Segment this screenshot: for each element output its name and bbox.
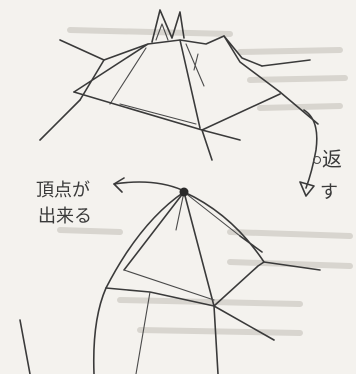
bottom-ext-top-right	[239, 235, 263, 253]
bottom-base-inner	[123, 269, 215, 301]
top-ext-bottom-right	[201, 129, 241, 141]
apex-dot-icon	[179, 187, 189, 197]
bottom-ext-mid	[135, 291, 151, 374]
top-right-face	[223, 35, 281, 93]
top-face-left	[73, 43, 149, 93]
bottom-ext-leftmost	[19, 319, 31, 374]
top-pleat-inner	[155, 23, 169, 41]
bottom-crease-center	[183, 191, 215, 307]
top-ext-bottom	[201, 129, 213, 161]
top-pleat-peak	[151, 9, 185, 43]
bottom-ext-left	[92, 287, 107, 374]
top-lower-fold	[119, 103, 197, 125]
top-ext-left-up	[59, 39, 105, 61]
top-left-inner	[109, 47, 147, 105]
top-ext-left	[39, 99, 81, 141]
bottom-ext-lower-right	[213, 305, 275, 341]
bottom-ext-center-down	[213, 305, 219, 374]
bottom-crease-left	[123, 191, 185, 271]
bottom-origami-figure	[19, 191, 321, 374]
bottom-dome-right	[183, 191, 265, 263]
bottom-dome-left	[105, 191, 185, 289]
curved-arrow-icon	[113, 177, 183, 193]
top-ext-right-up	[261, 59, 311, 67]
top-lower-left	[73, 91, 281, 131]
top-inner-crease-b	[193, 53, 199, 71]
bottom-crease-right-inner	[183, 191, 241, 237]
flip-label-2: す	[320, 182, 338, 203]
bottom-crease-inner	[175, 191, 185, 231]
flip-arrow-icon	[299, 109, 322, 197]
flip-label-1: 返	[322, 147, 342, 171]
apex-label-2: 出来る	[38, 206, 92, 227]
paper-bleed-through	[57, 27, 353, 336]
top-face-left-outer	[79, 59, 105, 101]
top-center-crease	[179, 39, 201, 129]
bottom-ext-right	[263, 261, 321, 271]
apex-label-1: 頂点が	[36, 180, 90, 201]
top-origami-figure	[39, 9, 319, 161]
